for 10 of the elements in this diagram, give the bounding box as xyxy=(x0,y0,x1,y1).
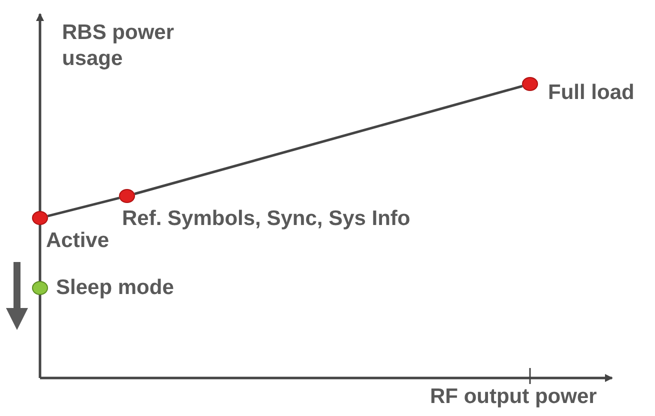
point-label: Active xyxy=(46,228,110,254)
point-label: Ref. Symbols, Sync, Sys Info xyxy=(122,206,410,232)
data-point xyxy=(32,281,48,295)
point-label: Full load xyxy=(548,80,634,106)
data-point xyxy=(119,189,135,203)
data-point xyxy=(522,77,538,91)
axis-title: RBS power usage xyxy=(62,20,176,72)
axis-title: RF output power xyxy=(430,384,598,410)
data-point xyxy=(32,211,48,225)
point-label: Sleep mode xyxy=(56,275,174,301)
